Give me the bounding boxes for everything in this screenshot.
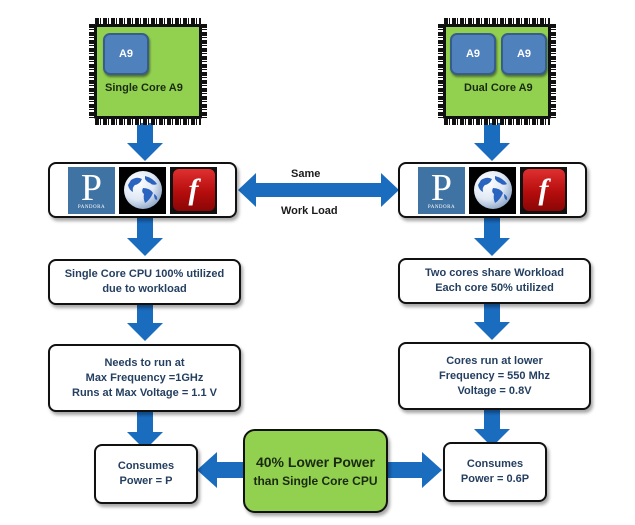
left-power-result-box: Consumes Power = P (94, 444, 198, 504)
arrow-down-chip-to-apps-right (474, 123, 510, 161)
chip-pins-top (444, 18, 550, 24)
same-workload-label-bottom: Work Load (281, 205, 338, 217)
arrow-down-apps-to-step1-right (474, 218, 510, 256)
chip-body: A9 A9 Dual Core A9 (443, 24, 551, 119)
chip-label: Dual Core A9 (464, 82, 533, 94)
arrow-down-step1-to-step2-right (474, 302, 510, 340)
arrow-down-chip-to-apps-left (127, 123, 163, 161)
flash-icon: f (170, 166, 217, 214)
pandora-icon: P PANDORA (418, 166, 465, 214)
flash-icon: f (520, 166, 567, 214)
left-frequency-voltage-box: Needs to run at Max Frequency =1GHz Runs… (48, 344, 241, 412)
chip-pins-bottom (444, 119, 550, 125)
left-utilization-box: Single Core CPU 100% utilized due to wor… (48, 259, 241, 305)
chip-pins-bottom (95, 119, 201, 125)
single-core-chip: A9 Single Core A9 (89, 18, 207, 125)
chip-pins-left (438, 24, 444, 119)
chip-pins-top (95, 18, 201, 24)
arrow-down-apps-to-step1-left (127, 218, 163, 256)
chip-pins-right (550, 24, 556, 119)
arrow-down-step2-to-result-right (474, 409, 510, 447)
same-workload-double-arrow (238, 173, 399, 207)
cpu-core-1: A9 (450, 33, 496, 75)
chip-pins-left (89, 24, 95, 119)
globe-browser-icon (119, 166, 166, 214)
arrow-down-step1-to-step2-left (127, 303, 163, 341)
cpu-core-2: A9 (501, 33, 547, 75)
pandora-icon: P PANDORA (68, 166, 115, 214)
chip-body: A9 Single Core A9 (94, 24, 202, 119)
arrow-summary-to-right-result (388, 452, 442, 488)
workload-apps-left: P PANDORA f (48, 162, 237, 218)
arrow-down-step2-to-result-left (127, 412, 163, 450)
same-workload-label-top: Same (291, 168, 321, 180)
right-frequency-voltage-box: Cores run at lower Frequency = 550 Mhz V… (398, 342, 591, 410)
right-power-result-box: Consumes Power = 0.6P (443, 442, 547, 502)
arrow-summary-to-left-result (197, 452, 246, 488)
right-utilization-box: Two cores share Workload Each core 50% u… (398, 258, 591, 304)
globe-browser-icon (469, 166, 516, 214)
chip-label: Single Core A9 (105, 82, 183, 94)
workload-apps-right: P PANDORA f (398, 162, 587, 218)
power-savings-summary: 40% Lower Power than Single Core CPU (243, 429, 388, 513)
dual-core-chip: A9 A9 Dual Core A9 (438, 18, 556, 125)
cpu-core: A9 (103, 33, 149, 75)
chip-pins-right (201, 24, 207, 119)
